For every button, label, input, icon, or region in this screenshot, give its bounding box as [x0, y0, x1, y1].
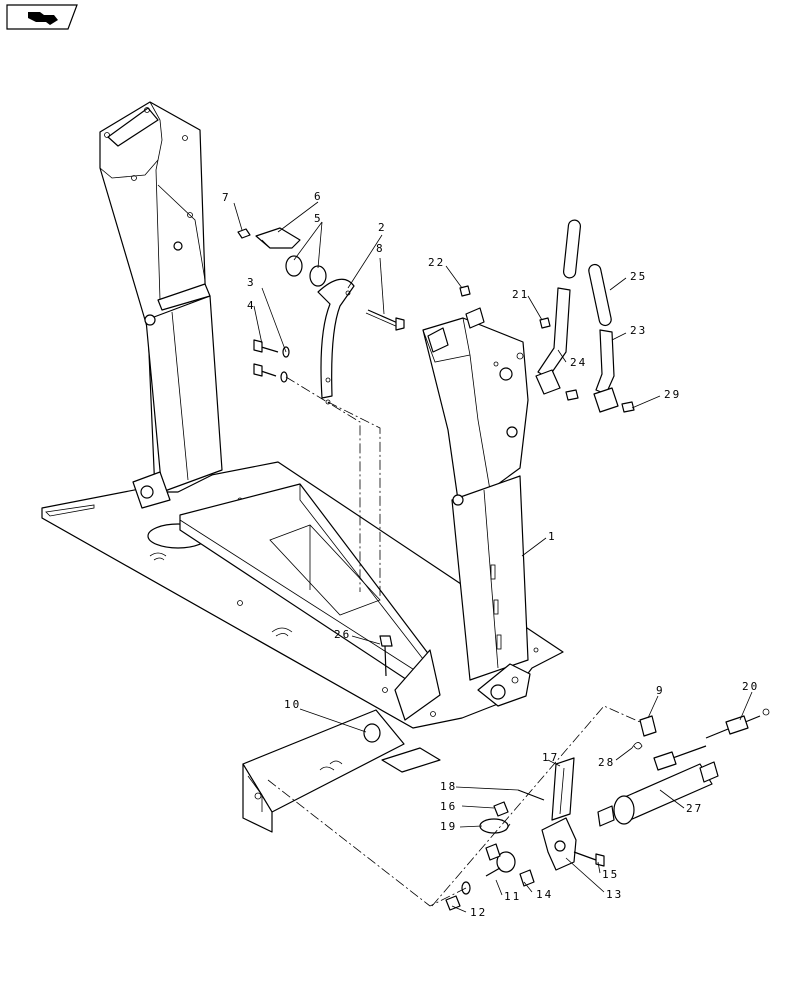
callout-27: 27 [686, 802, 703, 815]
callout-20: 20 [742, 680, 759, 693]
callout-6: 6 [314, 190, 323, 203]
callout-16: 16 [440, 800, 457, 813]
callout-17: 17 [542, 751, 559, 764]
callout-21: 21 [512, 288, 529, 301]
callout-labels: 1 2 3 4 5 6 7 8 9 10 11 12 13 14 15 16 1… [222, 190, 759, 919]
phantom-lines [267, 376, 641, 907]
callout-14: 14 [536, 888, 553, 901]
callout-23: 23 [630, 324, 647, 337]
callout-28: 28 [598, 756, 615, 769]
nav-badge[interactable] [6, 4, 78, 30]
callout-15: 15 [602, 868, 619, 881]
callout-3: 3 [247, 276, 256, 289]
callout-2: 2 [378, 221, 387, 234]
callout-5: 5 [314, 212, 323, 225]
main-frame [41, 101, 564, 833]
callout-29: 29 [664, 388, 681, 401]
callout-4: 4 [247, 299, 256, 312]
callout-10: 10 [284, 698, 301, 711]
loose-parts [237, 219, 770, 911]
callout-18: 18 [440, 780, 457, 793]
callout-12: 12 [470, 906, 487, 919]
callout-11: 11 [504, 890, 521, 903]
callout-26: 26 [334, 628, 351, 641]
callout-22: 22 [428, 256, 445, 269]
callout-8: 8 [376, 242, 385, 255]
callout-19: 19 [440, 820, 457, 833]
leader-lines [233, 201, 753, 913]
callout-24: 24 [570, 356, 587, 369]
callout-9: 9 [656, 684, 665, 697]
callout-13: 13 [606, 888, 623, 901]
callout-25: 25 [630, 270, 647, 283]
callout-1: 1 [548, 530, 557, 543]
page-turn-icon [6, 4, 78, 30]
callout-7: 7 [222, 191, 231, 204]
